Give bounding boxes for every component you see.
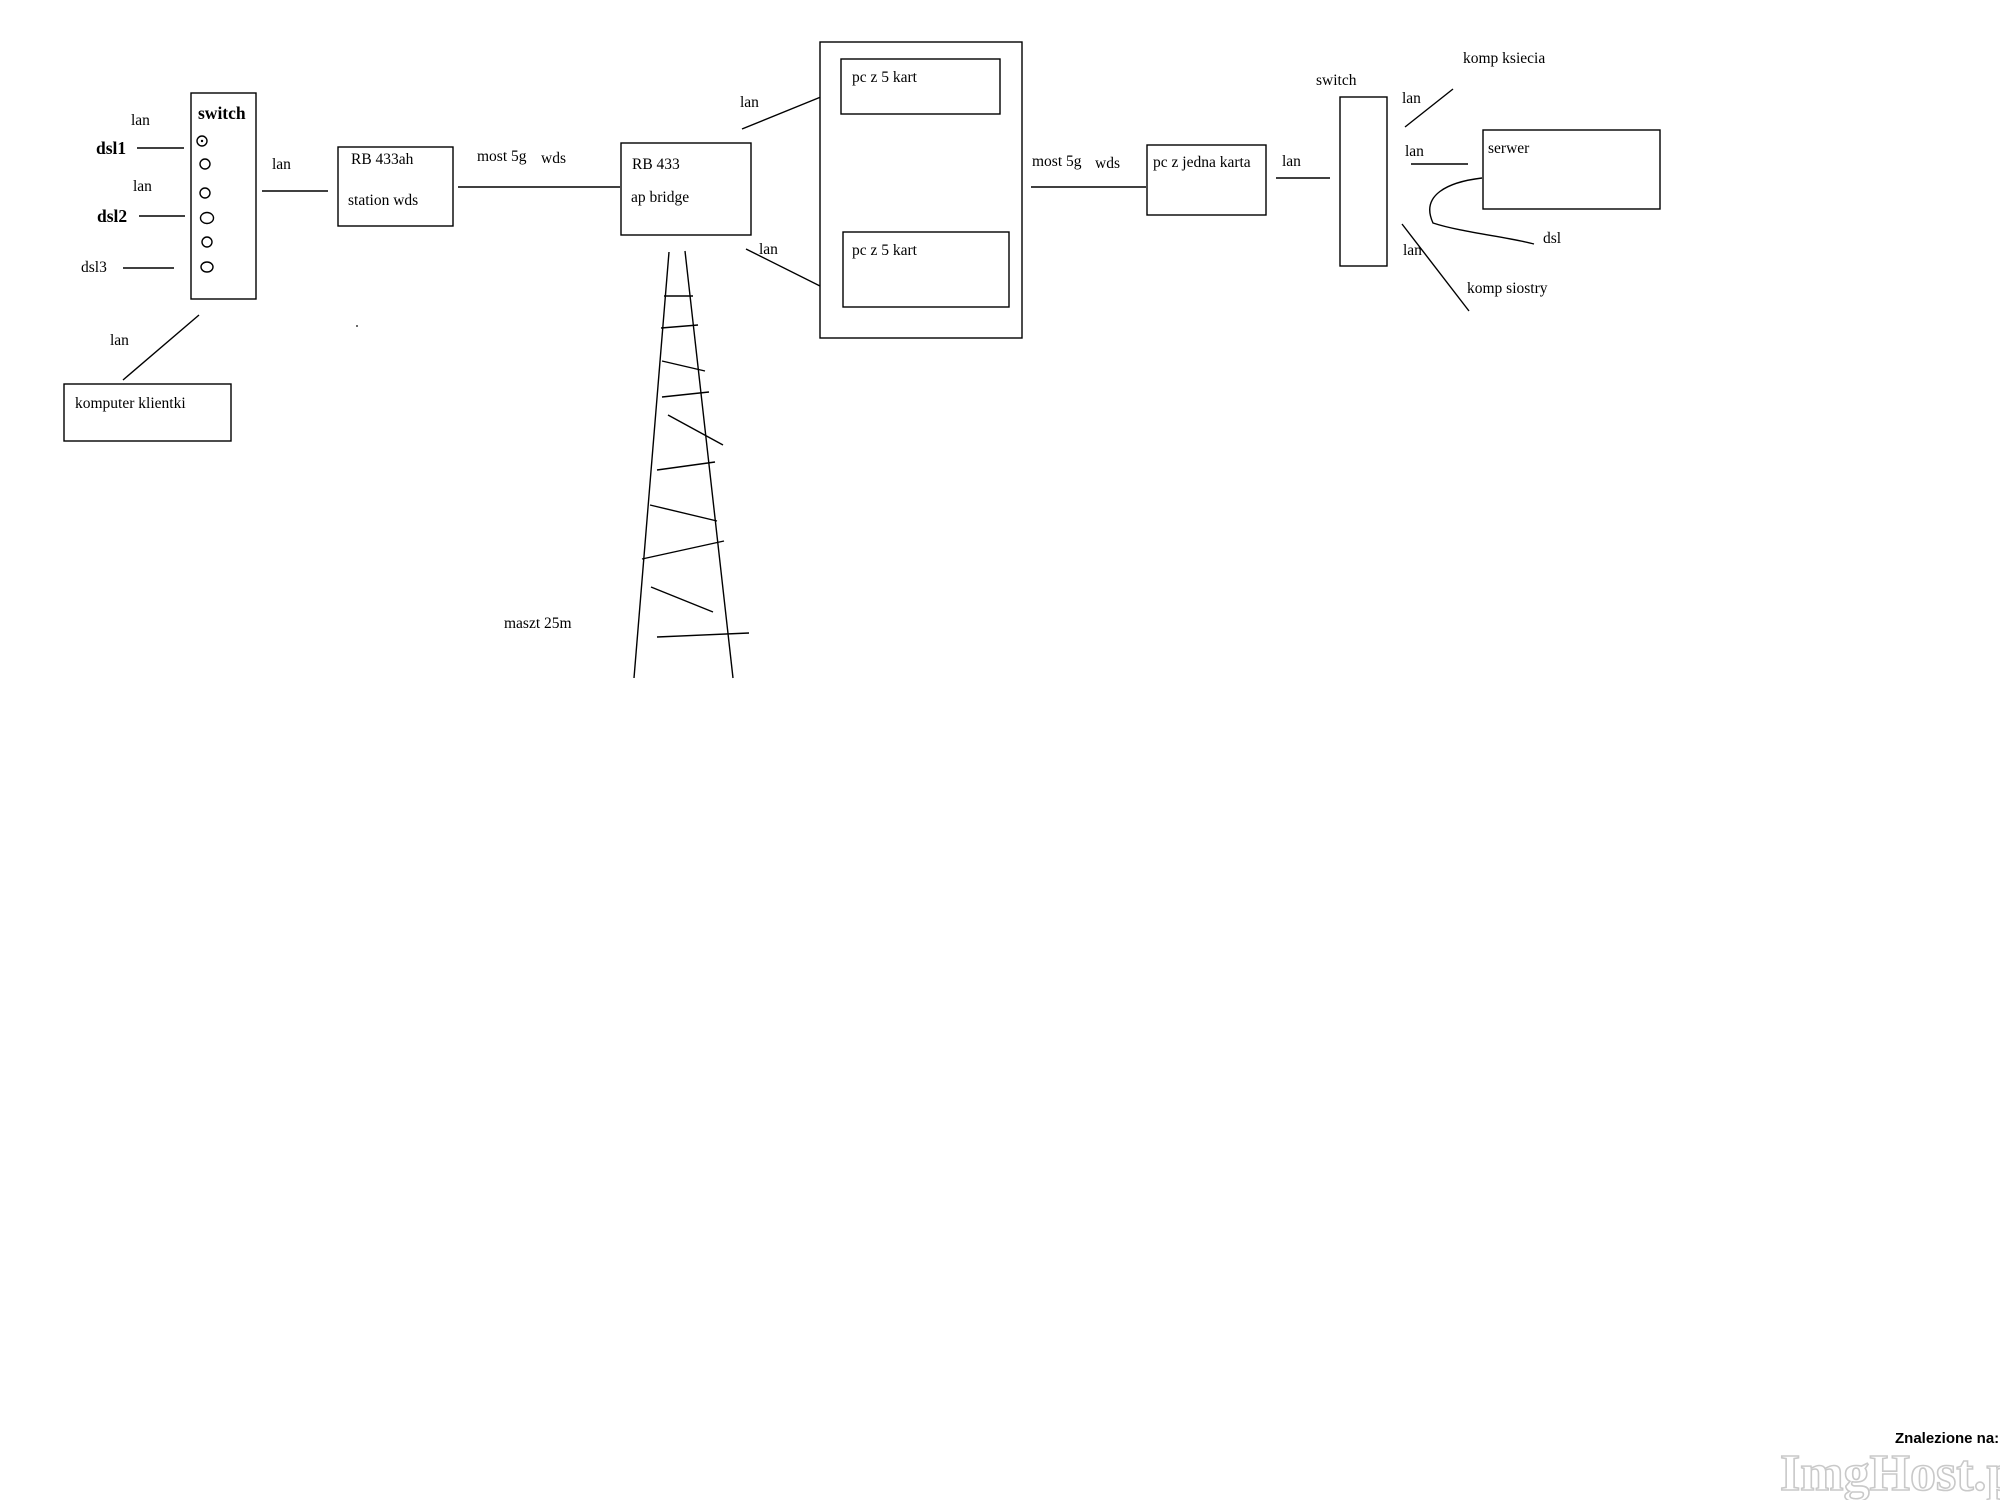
lan-label-dsl2: lan <box>133 178 152 195</box>
client-switch-label: switch <box>198 103 246 123</box>
home-lan-top-line <box>1404 88 1454 128</box>
watermark-found-on: Znalezione na: <box>1895 1430 1999 1447</box>
port-led-2 <box>199 158 211 170</box>
dsl1-label: dsl1 <box>96 138 126 158</box>
port-led-1 <box>196 135 208 147</box>
lan-label-client: lan <box>110 332 129 349</box>
client-switch: switch <box>190 92 257 300</box>
client-computer-box <box>63 383 232 442</box>
home-switch-box <box>1339 96 1388 267</box>
serwer-box <box>1482 129 1661 210</box>
mast-leg-left <box>633 251 670 679</box>
station-model: RB 433ah <box>351 151 414 168</box>
relay-pc-top-box <box>840 58 1001 115</box>
mast-brace <box>667 414 724 446</box>
home-lan-top-label: lan <box>1402 90 1421 107</box>
mast-brace <box>641 540 725 560</box>
ap-rb433-box <box>620 142 752 236</box>
watermark-brand: ImgHost.pl <box>1780 1445 2000 1500</box>
port-led-3 <box>199 187 211 199</box>
client-lan-line <box>122 314 200 381</box>
dsl2-label: dsl2 <box>97 206 127 226</box>
stray-dot <box>356 325 358 327</box>
port-led-1-dot <box>200 139 204 143</box>
komp-siostry-label: komp siostry <box>1467 280 1548 297</box>
imghost-watermark: Znalezione na: ImgHost.pl <box>1779 1430 2000 1500</box>
serwer-label: serwer <box>1488 140 1530 157</box>
home-lan-bottom-line <box>1401 223 1470 312</box>
server-dsl-label: dsl <box>1543 230 1561 247</box>
client-computer-label: komputer klientki <box>75 395 186 412</box>
home-lan-middle-label: lan <box>1405 143 1424 160</box>
mast-brace <box>656 632 750 638</box>
komp-ksiecia-label: komp ksiecia <box>1463 50 1545 67</box>
ap-model: RB 433 <box>632 156 680 173</box>
pc-one-card-box <box>1146 144 1267 216</box>
port-led-5 <box>201 236 213 248</box>
lan-label-home-switch: lan <box>1282 153 1301 170</box>
mast-leg-right <box>684 250 734 679</box>
mast-tower <box>633 250 750 679</box>
link1-label: most 5g <box>477 148 527 165</box>
home-lan-bottom-label: lan <box>1403 242 1422 259</box>
relay-lan-top-label: lan <box>740 94 759 111</box>
mast-brace <box>656 461 716 471</box>
ap-mode: ap bridge <box>631 189 689 206</box>
lan-label-dsl1: lan <box>131 112 150 129</box>
mast-brace <box>660 324 699 329</box>
mast-brace <box>649 504 718 522</box>
link2-mode: wds <box>1095 155 1120 172</box>
link2-label: most 5g <box>1032 153 1082 170</box>
pc-one-card-label: pc z jedna karta <box>1153 154 1251 171</box>
station-rb433ah-box <box>337 146 454 227</box>
port-led-4 <box>199 211 215 225</box>
switch-port-leds <box>196 135 215 273</box>
relay-pc-bottom-box <box>842 231 1010 308</box>
dsl3-label: dsl3 <box>81 259 107 276</box>
relay-pc-bottom-label: pc z 5 kart <box>852 242 918 259</box>
mast-brace <box>661 391 710 398</box>
port-led-6 <box>200 261 214 273</box>
link1-mode: wds <box>541 150 566 167</box>
mast-brace <box>650 586 714 613</box>
relay-pc-top-label: pc z 5 kart <box>852 69 918 86</box>
relay-lan-bottom-label: lan <box>759 241 778 258</box>
mast-brace <box>661 360 706 372</box>
lan-label-switch-rb: lan <box>272 156 291 173</box>
server-dsl-line <box>1429 177 1535 245</box>
mast-label: maszt 25m <box>504 615 572 632</box>
station-mode: station wds <box>348 192 418 209</box>
home-switch-label: switch <box>1316 72 1357 89</box>
